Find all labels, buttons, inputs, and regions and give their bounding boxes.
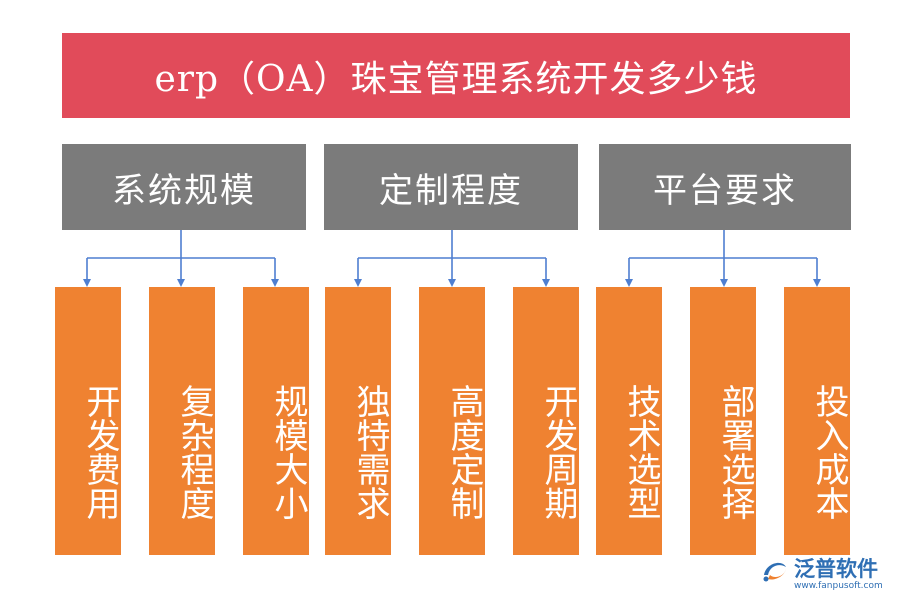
- logo-swirl-icon: [763, 562, 786, 582]
- logo-name: 泛普软件: [794, 557, 878, 581]
- leaf-box: 开发费用: [55, 287, 121, 555]
- connector-arrowhead: [177, 279, 185, 287]
- leaf-box: 部署选择: [690, 287, 756, 555]
- leaf-box: 开发周期: [513, 287, 579, 555]
- leaf-label: 部署选择: [715, 384, 755, 520]
- category-box-customization: 定制程度: [324, 144, 578, 230]
- connector-arrowhead: [813, 279, 821, 287]
- connector-arrowhead: [720, 279, 728, 287]
- leaf-box: 独特需求: [325, 287, 391, 555]
- category-box-scale: 系统规模: [62, 144, 306, 230]
- title-banner: erp（OA）珠宝管理系统开发多少钱: [62, 33, 850, 118]
- diagram-title: erp（OA）珠宝管理系统开发多少钱: [154, 58, 758, 100]
- leaf-label: 技术选型: [621, 384, 661, 520]
- connector-arrowhead: [354, 279, 362, 287]
- logo-url: www.fanpusoft.com: [794, 581, 883, 591]
- leaf-label: 开发周期: [538, 384, 578, 520]
- leaf-box: 高度定制: [419, 287, 485, 555]
- company-logo: 泛普软件 www.fanpusoft.com: [760, 553, 895, 597]
- category-label: 定制程度: [379, 170, 523, 211]
- category-label: 系统规模: [112, 170, 256, 211]
- leaf-label: 规模大小: [268, 384, 308, 520]
- connector-arrowhead: [542, 279, 550, 287]
- leaf-box: 规模大小: [243, 287, 309, 555]
- connector-arrowhead: [625, 279, 633, 287]
- leaf-label: 复杂程度: [174, 384, 214, 520]
- leaf-box: 投入成本: [784, 287, 850, 555]
- category-label: 平台要求: [653, 170, 797, 211]
- leaf-label: 开发费用: [80, 384, 120, 520]
- leaf-label: 高度定制: [444, 384, 484, 520]
- connector-arrowhead: [448, 279, 456, 287]
- leaf-label: 投入成本: [809, 384, 849, 520]
- leaf-box: 技术选型: [596, 287, 662, 555]
- leaf-box: 复杂程度: [149, 287, 215, 555]
- connector-arrowhead: [83, 279, 91, 287]
- category-box-platform: 平台要求: [599, 144, 851, 230]
- connector-arrowhead: [271, 279, 279, 287]
- leaf-label: 独特需求: [350, 384, 390, 520]
